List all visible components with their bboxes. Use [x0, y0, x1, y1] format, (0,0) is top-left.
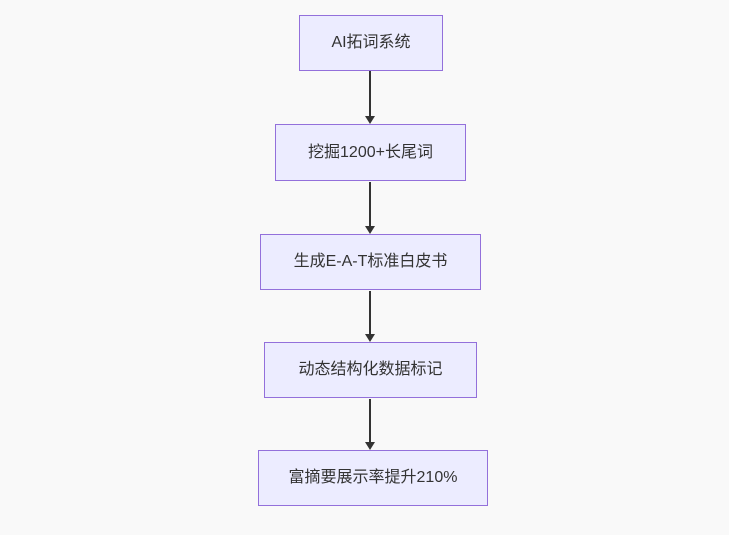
arrowhead-icon: [365, 442, 375, 450]
flowchart-node-step1: AI拓词系统: [299, 15, 443, 71]
arrowhead-icon: [365, 226, 375, 234]
arrow-line: [369, 399, 371, 442]
node-label: 动态结构化数据标记: [298, 361, 443, 379]
arrow-line: [369, 71, 371, 116]
node-label: AI拓词系统: [331, 34, 411, 52]
edge-arrow-2: [364, 182, 376, 234]
edge-arrow-4: [364, 399, 376, 450]
arrow-line: [369, 291, 371, 334]
node-label: 富摘要展示率提升210%: [288, 469, 458, 487]
edge-arrow-1: [364, 71, 376, 124]
flowchart-node-step3: 生成E-A-T标准白皮书: [260, 234, 481, 290]
flowchart-node-step5: 富摘要展示率提升210%: [258, 450, 488, 506]
flowchart-node-step4: 动态结构化数据标记: [264, 342, 477, 398]
arrow-line: [369, 182, 371, 226]
arrowhead-icon: [365, 334, 375, 342]
arrowhead-icon: [365, 116, 375, 124]
node-label: 挖掘1200+长尾词: [308, 143, 433, 161]
node-label: 生成E-A-T标准白皮书: [293, 253, 448, 271]
edge-arrow-3: [364, 291, 376, 342]
flowchart-node-step2: 挖掘1200+长尾词: [275, 124, 466, 181]
